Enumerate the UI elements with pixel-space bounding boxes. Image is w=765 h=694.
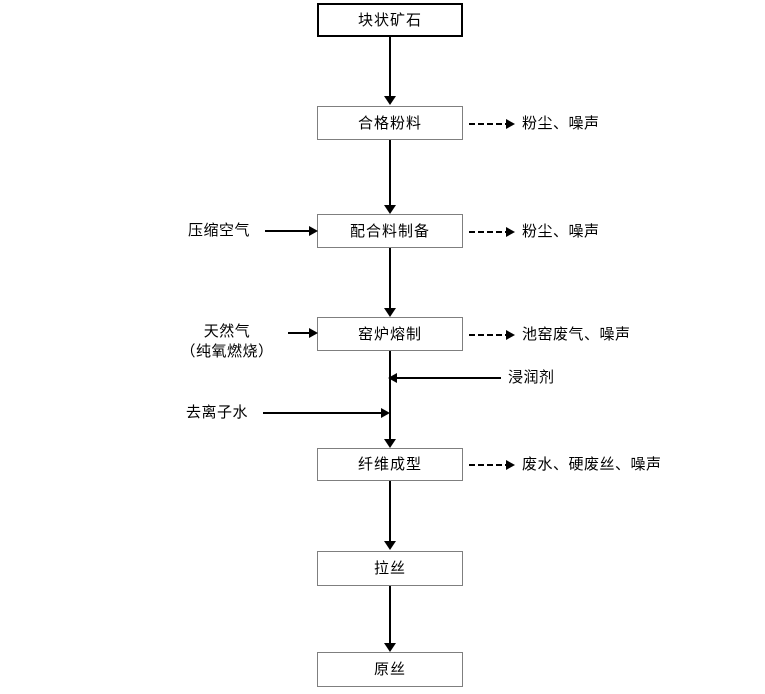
connector-qualified-powder-to-batch-prep xyxy=(389,140,391,207)
input-label-natural-gas: 天然气 （纯氧燃烧） xyxy=(172,321,282,361)
input-label-deionized-water: 去离子水 xyxy=(186,403,249,421)
arrowhead-right-compressed-air xyxy=(309,226,318,236)
process-box-furnace-melt[interactable]: 窑炉熔制 xyxy=(317,317,463,351)
connector-batch-prep-to-furnace-melt xyxy=(389,248,391,310)
arrowhead-down-furnace-melt xyxy=(384,308,396,317)
arrowhead-down-raw-yarn xyxy=(384,643,396,652)
emission-label-forming: 废水、硬废丝、噪声 xyxy=(522,455,662,473)
arrowhead-right-emission-forming xyxy=(506,460,515,470)
process-box-raw-ore[interactable]: 块状矿石 xyxy=(317,3,463,37)
connector-deionized-water xyxy=(263,412,385,414)
input-label-natural-gas-line1: 天然气 xyxy=(203,322,251,340)
input-label-natural-gas-line2: （纯氧燃烧） xyxy=(180,342,274,360)
arrowhead-right-emission-batch xyxy=(506,227,515,237)
process-box-qualified-powder[interactable]: 合格粉料 xyxy=(317,106,463,140)
process-box-label: 块状矿石 xyxy=(357,10,422,29)
arrowhead-left-wetting-agent xyxy=(388,373,397,383)
arrowhead-down-qualified-powder xyxy=(384,96,396,105)
connector-wetting-agent xyxy=(396,377,501,379)
connector-emission-batch xyxy=(469,231,511,233)
input-label-compressed-air: 压缩空气 xyxy=(188,221,251,239)
connector-emission-furnace xyxy=(469,334,511,336)
process-box-fiber-forming[interactable]: 纤维成型 xyxy=(317,448,463,481)
process-box-label: 原丝 xyxy=(373,660,406,678)
connector-raw-ore-to-qualified-powder xyxy=(389,37,391,97)
arrowhead-right-emission-powder xyxy=(506,119,515,129)
connector-emission-powder xyxy=(469,123,511,125)
arrowhead-right-deionized-water xyxy=(381,408,390,418)
process-box-label: 拉丝 xyxy=(373,559,406,577)
process-box-raw-yarn[interactable]: 原丝 xyxy=(317,652,463,687)
process-box-label: 纤维成型 xyxy=(357,455,422,473)
arrowhead-down-fiber-forming xyxy=(384,439,396,448)
connector-fiber-forming-to-drawing xyxy=(389,481,391,543)
process-box-label: 窑炉熔制 xyxy=(357,324,422,343)
arrowhead-down-drawing xyxy=(384,541,396,550)
process-box-batch-prep[interactable]: 配合料制备 xyxy=(317,214,463,248)
input-label-wetting-agent: 浸润剂 xyxy=(508,368,555,386)
emission-label-furnace: 池窑废气、噪声 xyxy=(522,325,631,343)
emission-label-batch: 粉尘、噪声 xyxy=(522,222,600,240)
process-box-label: 配合料制备 xyxy=(349,221,430,240)
arrowhead-right-natural-gas xyxy=(309,328,318,338)
process-box-drawing[interactable]: 拉丝 xyxy=(317,551,463,586)
arrowhead-right-emission-furnace xyxy=(506,330,515,340)
connector-emission-forming xyxy=(469,464,511,466)
connector-compressed-air xyxy=(265,230,313,232)
connector-drawing-to-raw-yarn xyxy=(389,586,391,644)
emission-label-powder: 粉尘、噪声 xyxy=(522,114,600,132)
connector-furnace-melt-to-fiber-forming xyxy=(389,351,391,441)
connector-natural-gas xyxy=(288,332,313,334)
arrowhead-down-batch-prep xyxy=(384,205,396,214)
process-box-label: 合格粉料 xyxy=(357,113,422,132)
